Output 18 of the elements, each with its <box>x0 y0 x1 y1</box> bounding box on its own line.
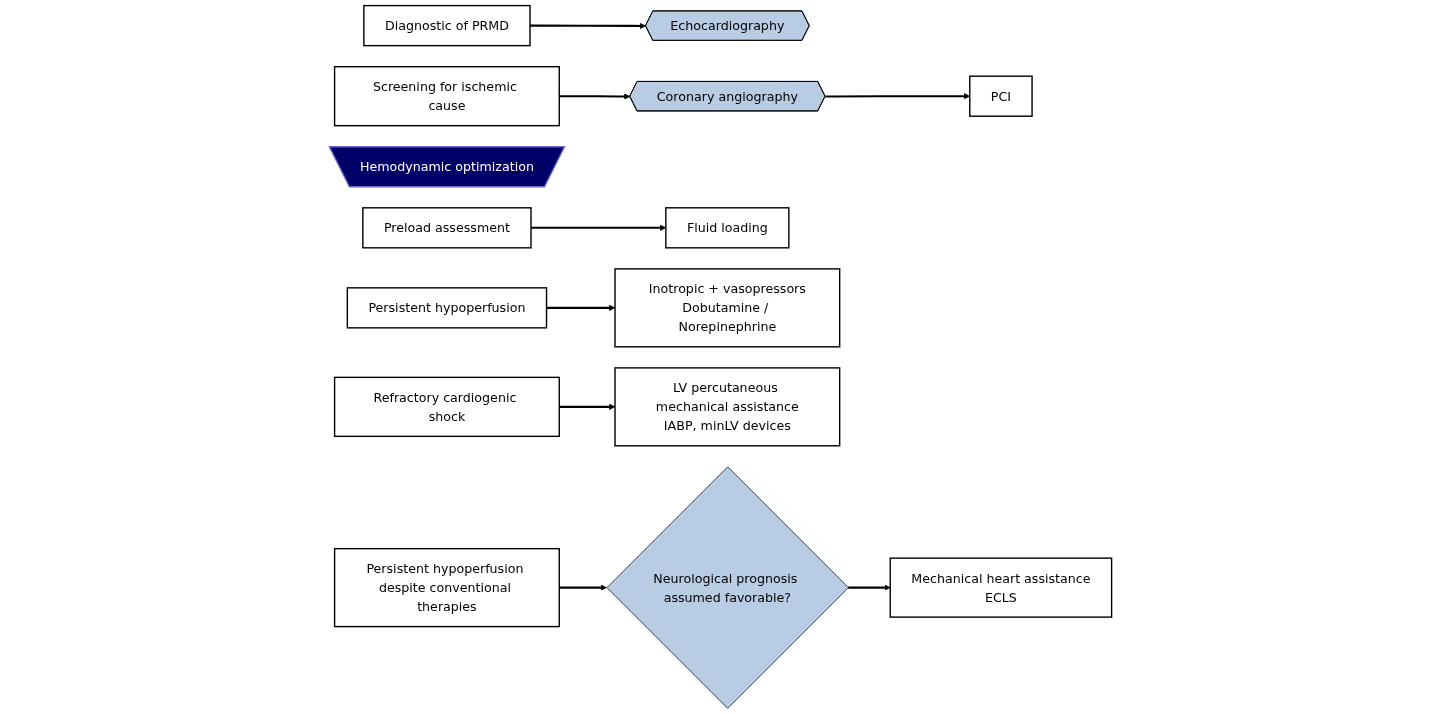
node-box: Preload assessment <box>362 207 532 249</box>
node-box: Screening for ischemic cause <box>333 66 560 127</box>
node-box: Mechanical heart assistance ECLS <box>889 557 1113 618</box>
arrow <box>848 584 891 591</box>
node-diamond: Neurological prognosis assumed favorable? <box>606 466 849 709</box>
arrow <box>559 584 607 591</box>
arrow <box>559 403 616 410</box>
node-box: Persistent hypoperfusion despite conventional therapies <box>333 547 560 628</box>
node-box: Inotropic + vasopressors Dobutamine / Norepinephrine <box>614 268 841 348</box>
node-box: PCI <box>969 75 1033 117</box>
node-box: Persistent hypoperfusion <box>346 287 548 329</box>
node-box: Fluid loading <box>665 207 790 249</box>
node-box: Diagnostic of PRMD <box>363 4 531 47</box>
node-box: LV percutaneous mechanical assistance IABP, minLV devices <box>614 367 841 447</box>
node-box: Refractory cardiogenic shock <box>333 376 560 438</box>
arrow <box>546 304 616 311</box>
arrow <box>559 93 631 100</box>
arrow <box>530 22 647 30</box>
